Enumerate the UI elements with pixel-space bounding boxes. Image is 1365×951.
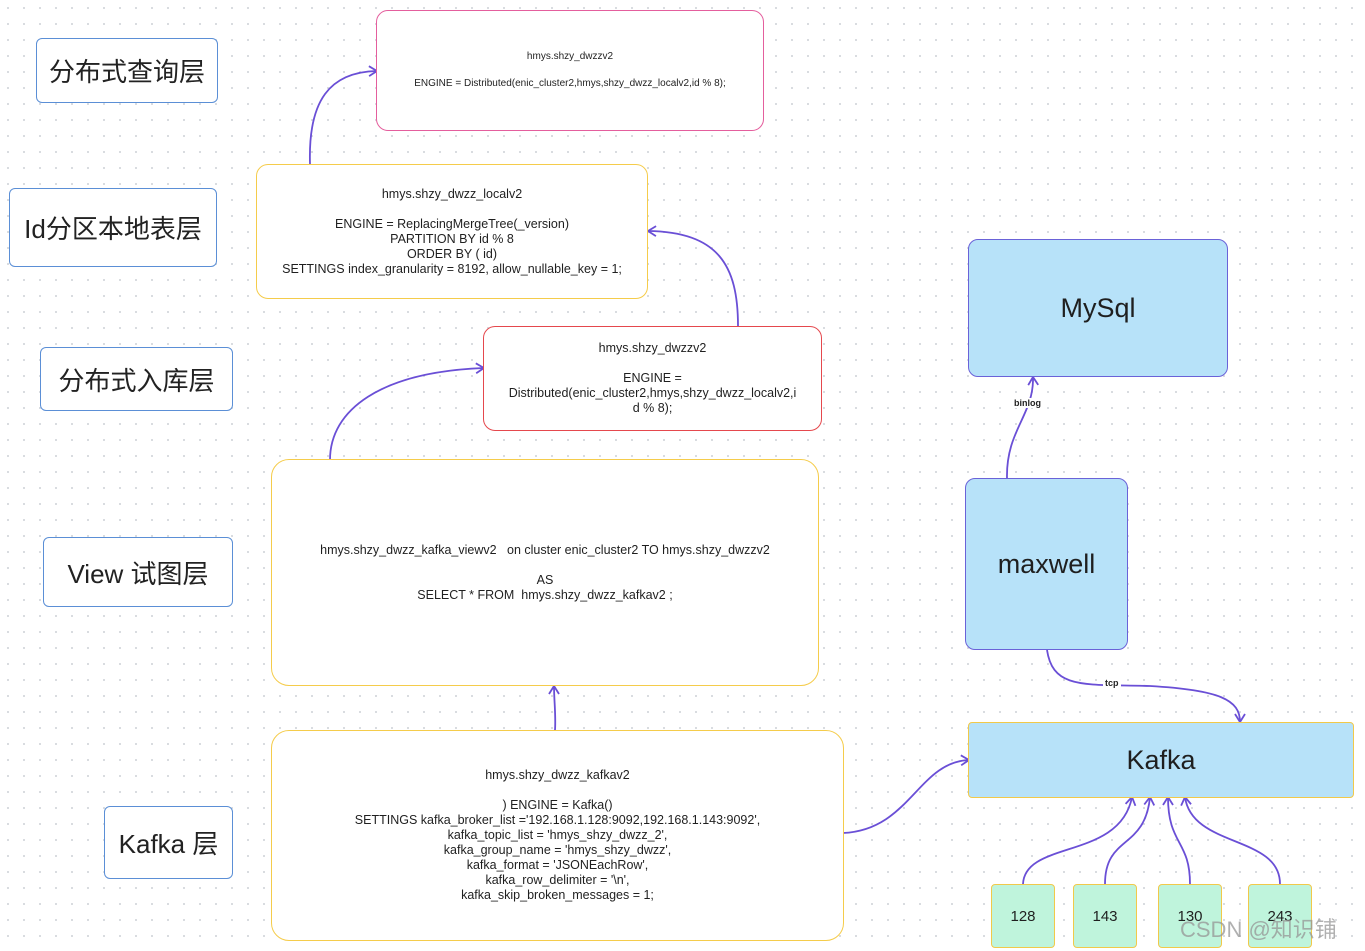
maxwell-node: maxwell [965, 478, 1128, 650]
arrow-view-to-insert [329, 362, 485, 461]
insert-dist-table-box: hmys.shzy_dwzzv2 ENGINE = Distributed(en… [483, 326, 822, 431]
local-table-box: hmys.shzy_dwzz_localv2 ENGINE = Replacin… [256, 164, 648, 299]
view-title: hmys.shzy_dwzz_kafka_viewv2 on cluster e… [320, 542, 770, 557]
kafka-table-line: ) ENGINE = Kafka() [502, 798, 613, 812]
local-table-line: ORDER BY ( id) [406, 246, 498, 261]
arrow-insert-to-local [647, 225, 739, 327]
arrow-maxwell-to-mysql [1006, 376, 1039, 479]
kafka-table-line: kafka_format = 'JSONEachRow', [466, 858, 649, 872]
view-box: hmys.shzy_dwzz_kafka_viewv2 on cluster e… [271, 459, 819, 686]
broker-ip-box: 130 [1158, 884, 1222, 948]
kafka-table-line: kafka_topic_list = 'hmys_shzy_dwzz_2', [447, 828, 668, 842]
local-table-line: PARTITION BY id % 8 [390, 231, 514, 246]
watermark: CSDN @知识铺 [1180, 917, 1337, 942]
arrow-kafkatable-to-view [548, 685, 560, 731]
query-dist-engine: ENGINE = Distributed(enic_cluster2,hmys,… [414, 78, 726, 89]
kafka-table-box: hmys.shzy_dwzz_kafkav2 ) ENGINE = Kafka(… [271, 730, 844, 941]
kafka-node: Kafka [968, 722, 1354, 798]
kafka-table-line: kafka_group_name = 'hmys_shzy_dwzz', [443, 843, 672, 857]
arrow-maxwell-to-kafka [1046, 649, 1246, 723]
local-table-title: hmys.shzy_dwzz_localv2 [381, 186, 523, 201]
layer-label-view: View 试图层 [43, 537, 233, 607]
arrow-ip243-to-kafka [1180, 796, 1281, 885]
layer-label-kafka: Kafka 层 [104, 806, 233, 879]
kafka-table-line: kafka_row_delimiter = '\n', [485, 873, 630, 887]
kafka-table-line: SETTINGS kafka_broker_list ='192.168.1.1… [354, 813, 761, 827]
insert-dist-line: d % 8); [632, 401, 673, 415]
layer-label-local: Id分区本地表层 [9, 188, 217, 267]
local-table-line: SETTINGS index_granularity = 8192, allow… [282, 261, 622, 276]
insert-dist-title: hmys.shzy_dwzzv2 [598, 341, 707, 355]
arrow-ip130-to-kafka [1162, 796, 1191, 885]
broker-ip-box: 128 [991, 884, 1055, 948]
arrow-ip143-to-kafka [1104, 796, 1156, 885]
kafka-table-title: hmys.shzy_dwzz_kafkav2 [485, 768, 630, 782]
insert-dist-line: ENGINE = [623, 371, 682, 385]
view-line: AS [536, 572, 554, 587]
layer-label-query: 分布式查询层 [36, 38, 218, 103]
arrow-ip128-to-kafka [1022, 796, 1137, 885]
arrow-kafkatable-to-kafka [842, 754, 970, 834]
binlog-edge-label: binlog [1012, 398, 1043, 408]
view-line: SELECT * FROM hmys.shzy_dwzz_kafkav2 ; [417, 587, 673, 602]
arrow-local-to-query [309, 65, 378, 165]
layer-label-insert: 分布式入库层 [40, 347, 233, 411]
kafka-table-line: kafka_skip_broken_messages = 1; [461, 888, 654, 902]
query-dist-table-box: hmys.shzy_dwzzv2 ENGINE = Distributed(en… [376, 10, 764, 131]
insert-dist-line: Distributed(enic_cluster2,hmys,shzy_dwzz… [508, 386, 797, 400]
local-table-line: ENGINE = ReplacingMergeTree(_version) [334, 216, 569, 231]
broker-ip-box: 143 [1073, 884, 1137, 948]
query-dist-title: hmys.shzy_dwzzv2 [526, 51, 614, 62]
mysql-node: MySql [968, 239, 1228, 377]
broker-ip-box: 243 [1248, 884, 1312, 948]
tcp-edge-label: tcp [1103, 678, 1121, 688]
